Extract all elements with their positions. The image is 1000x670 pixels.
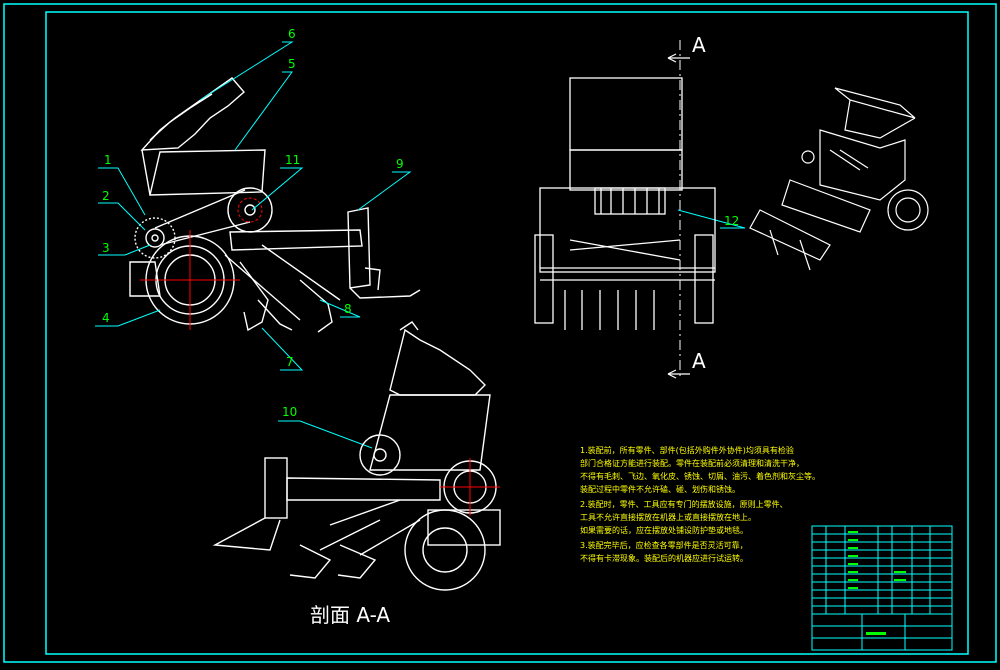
callout-leaders [95, 41, 746, 449]
title-block [811, 525, 953, 651]
callout-2: 2 [102, 189, 110, 203]
side-view [129, 77, 421, 333]
note-line: 3.装配完毕后，应检查各零部件是否灵活可靠， [580, 540, 748, 550]
note-line: 工具不允许直接摆放在机器上或直接摆放在地上。 [580, 512, 756, 522]
note-line: 如果需要的话，应在摆放处铺设防护垫或地毯。 [580, 525, 748, 535]
note-line: 1.装配前，所有零件、部件(包括外购件外协件)均须具有检验 [580, 445, 794, 455]
front-view [534, 77, 716, 330]
drawing-frame [45, 11, 969, 655]
note-line: 部门合格证方能进行装配。零件在装配前必须清理和清洗干净， [580, 458, 804, 468]
callout-5: 5 [288, 57, 296, 71]
callout-8: 8 [344, 302, 352, 316]
callout-1: 1 [104, 153, 112, 167]
callout-10: 10 [282, 405, 297, 419]
pulley-centerline [237, 197, 263, 223]
note-line: 不得有卡滞现象。装配后的机器应进行试运转。 [580, 553, 748, 563]
note-line: 不得有毛刺、飞边、氧化皮、锈蚀、切屑、油污、着色剂和灰尘等。 [580, 471, 820, 481]
callout-9: 9 [396, 157, 404, 171]
callout-6: 6 [288, 27, 296, 41]
callout-12: 12 [724, 214, 739, 228]
section-marker-bottom: A [692, 349, 706, 373]
section-title: 剖面 A-A [310, 603, 390, 627]
callout-3: 3 [102, 241, 110, 255]
technical-notes: 1.装配前，所有零件、部件(包括外购件外协件)均须具有检验 部门合格证方能进行装… [580, 445, 820, 563]
section-view [212, 321, 501, 591]
section-marker-top: A [692, 33, 706, 57]
title-block-text-marks [848, 531, 906, 635]
callout-labels: 6 5 1 2 3 4 9 11 8 7 10 12 [102, 27, 739, 419]
isometric-view [749, 87, 929, 271]
section-arrows [667, 53, 690, 379]
callout-11: 11 [285, 153, 300, 167]
outer-border [3, 3, 997, 663]
callout-7: 7 [286, 355, 294, 369]
note-line: 2.装配时，零件、工具应有专门的摆放设施，原则上零件、 [580, 499, 788, 509]
callout-4: 4 [102, 311, 110, 325]
note-line: 装配过程中零件不允许磕、碰、划伤和锈蚀。 [580, 484, 740, 494]
